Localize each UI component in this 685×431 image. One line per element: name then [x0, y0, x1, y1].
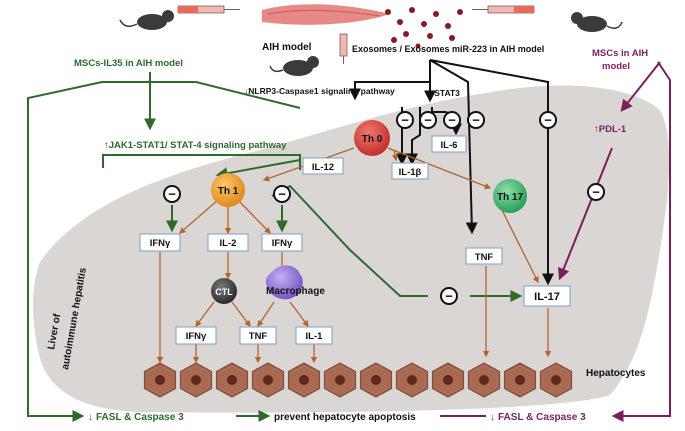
syringe-center-icon [339, 33, 348, 64]
svg-text:IL-6: IL-6 [441, 140, 458, 151]
il1-box: IL-1 [295, 326, 333, 345]
mscs-label-line2: model [602, 61, 630, 72]
il1b-box: IL-1β [391, 162, 429, 180]
svg-text:−: − [168, 187, 176, 202]
il6-box: IL-6 [431, 135, 467, 153]
prevent-apoptosis-label: prevent hepatocyte apoptosis [274, 412, 416, 423]
ifng-left-box: IFNγ [139, 233, 181, 252]
mouse-center-illustration [269, 56, 319, 76]
syringe-right-icon [472, 5, 535, 14]
hepatocyte-cell [287, 362, 321, 398]
hepatocyte-cell [467, 362, 501, 398]
svg-text:IL-1β: IL-1β [399, 167, 422, 178]
svg-text:IL-2: IL-2 [220, 238, 237, 249]
svg-text:−: − [448, 113, 456, 128]
hepatocyte-cell [503, 362, 537, 398]
ifng-ctl-box: IFNγ [175, 326, 217, 345]
mscs-il35-label: MSCs-IL35 in AIH model [74, 58, 183, 69]
fasl-left-label: ↓FASL & Caspase 3 [88, 412, 184, 423]
svg-text:IFNγ: IFNγ [150, 238, 171, 249]
jak-stat-pathway-label: ↑JAK1-STAT1/ STAT-4 signaling pathway [104, 140, 287, 151]
inhibit-symbol: − [163, 185, 181, 203]
hepatocytes-row [143, 362, 573, 398]
nlrp3-pathway-label: ↓NLRP3-Caspase1 signaling pathway [244, 86, 395, 96]
hepatocyte-cell [359, 362, 393, 398]
inhibit-symbol: − [467, 111, 485, 129]
macrophage-label: Macrophage [266, 286, 325, 297]
th0-label: Th 0 [362, 134, 383, 145]
svg-text:−: − [544, 113, 552, 128]
inhibit-symbol: − [273, 185, 291, 203]
il17-box: IL-17 [523, 285, 571, 307]
fasl-right-label: ↓FASL & Caspase 3 [490, 412, 586, 423]
inhibit-symbol: − [419, 111, 437, 129]
svg-text:−: − [278, 187, 286, 202]
mouse-right-illustration [571, 12, 623, 32]
svg-text:−: − [401, 113, 409, 128]
inhibit-symbol: − [443, 111, 461, 129]
tnf-mid-box: TNF [239, 326, 277, 345]
tnf-th17-box: TNF [465, 247, 503, 265]
inhibit-symbol: − [587, 183, 605, 201]
hepatocyte-cell [395, 362, 429, 398]
hepatocyte-cell [323, 362, 357, 398]
liver-shape [33, 85, 670, 413]
macrophage-cell [265, 265, 303, 300]
exosome-dots-illustration [385, 7, 463, 49]
th17-label: Th 17 [497, 192, 524, 203]
svg-text:IL-1: IL-1 [306, 331, 324, 342]
svg-text:−: − [424, 113, 432, 128]
green-mscs-il35-arrows [27, 72, 523, 422]
inhibit-symbol: − [440, 287, 458, 305]
svg-text:−: − [472, 113, 480, 128]
th1-cell: Th 1 [211, 173, 245, 207]
svg-text:IFNγ: IFNγ [272, 238, 293, 249]
svg-text:IL-17: IL-17 [534, 291, 560, 303]
svg-text:−: − [592, 185, 600, 200]
th1-label: Th 1 [218, 186, 239, 197]
stat3-label: ↓STAT3 [430, 88, 460, 98]
hepatocyte-cell [251, 362, 285, 398]
svg-text:−: − [445, 289, 453, 304]
hepatocyte-cell [431, 362, 465, 398]
liver-tissue-illustration [262, 4, 390, 25]
il12-box: IL-12 [302, 157, 344, 175]
mouse-left-illustration [119, 10, 174, 30]
svg-text:TNF: TNF [475, 252, 494, 263]
th0-cell: Th 0 [354, 120, 390, 156]
svg-text:IL-12: IL-12 [312, 162, 334, 173]
exosomes-label: Exosomes / Exosomes miR-223 in AIH model [352, 44, 544, 54]
il2-box: IL-2 [207, 233, 249, 252]
hepatocyte-cell [539, 362, 573, 398]
inhibit-symbol: − [396, 111, 414, 129]
th17-cell: Th 17 [493, 179, 527, 213]
ifng-mid-box: IFNγ [261, 233, 303, 252]
ctl-cell: CTL [211, 278, 237, 304]
pdl1-label: ↑PDL-1 [594, 124, 627, 135]
ctl-label: CTL [215, 287, 233, 297]
aih-model-label: AIH model [262, 42, 312, 53]
black-exosome-arrows [349, 59, 554, 286]
syringe-left-icon [177, 5, 240, 14]
hepatocyte-cell [215, 362, 249, 398]
svg-text:IFNγ: IFNγ [186, 331, 207, 342]
inhibit-symbol: − [539, 111, 557, 129]
hepatocyte-cell [143, 362, 177, 398]
hepatocyte-cell [179, 362, 213, 398]
svg-text:TNF: TNF [249, 331, 268, 342]
inhibition-symbols: − − − − − − − − − [163, 111, 605, 305]
hepatocytes-label: Hepatocytes [586, 368, 646, 379]
mscs-label-line1: MSCs in AIH [592, 48, 648, 59]
